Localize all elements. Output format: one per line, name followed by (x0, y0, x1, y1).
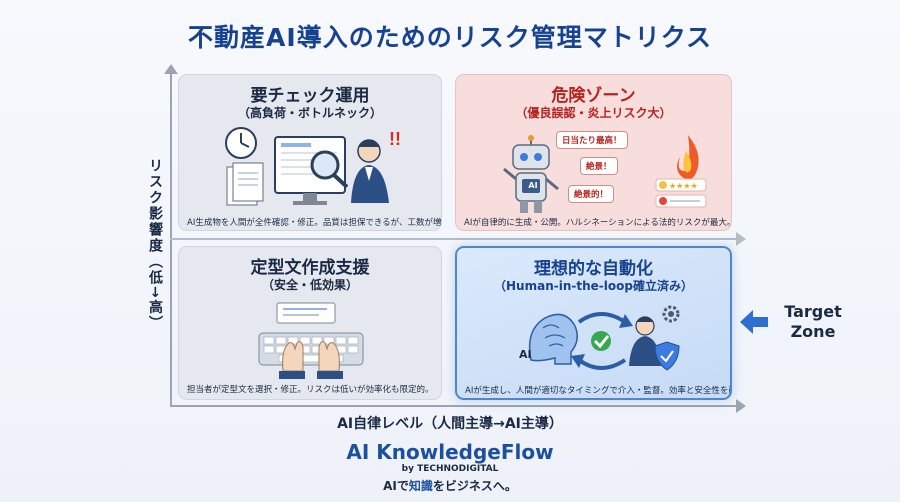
arrow-left-icon (740, 310, 768, 334)
quadrant-subtitle: （Human-in-the-loop確立済み） (494, 279, 693, 293)
quadrant-template-assist: 定型文作成支援 （安全・低効果） 担当者が定型文を選択・修正。リスクは低いが効率… (178, 246, 442, 400)
quadrant-ideal-automation: 理想的な自動化 （Human-in-the-loop確立済み） AI AIが生成… (455, 246, 732, 400)
y-axis-label: リスク影響度（低→高） (147, 158, 163, 332)
hype-bubble: 絶景的！ (568, 185, 615, 203)
tagline-highlight: 知識 (408, 479, 433, 493)
ai-label: AI (519, 348, 532, 361)
target-zone-line1: Target (784, 302, 842, 321)
quadrant-heavy-check: 要チェック運用 （高負荷・ボトルネック） !! AI生成物を人間が全件確認・修正… (178, 74, 442, 231)
quadrant-description: AIが生成し、人間が適切なタイミングで介入・監督。効率と安全性を両立。 (465, 386, 732, 396)
flame-review-icon: ★★★★ (655, 135, 707, 208)
tagline-pre: AIで (383, 479, 409, 493)
quadrant-subtitle: （高負荷・ボトルネック） (237, 106, 382, 120)
reviewer-illustration-icon: !! (225, 127, 401, 206)
brand-tagline: AIで知識をビジネスへ。 (0, 477, 900, 494)
brand-logo: AI KnowledgeFlow (346, 440, 554, 464)
target-zone-line2: Zone (790, 322, 836, 341)
keyboard-typing-icon (258, 302, 364, 379)
mid-divider-arrow (170, 232, 746, 246)
quadrant-subtitle: （安全・低効果） (261, 278, 358, 292)
svg-text:★★★★: ★★★★ (669, 182, 698, 191)
quadrant-description: 担当者が定型文を選択・修正。リスクは低いが効率化も限定的。 (187, 385, 434, 395)
x-axis-arrow (170, 399, 746, 413)
quadrant-description: AI生成物を人間が全件確認・修正。品質は担保できるが、工数が増大。 (187, 218, 442, 228)
quadrant-danger-zone: 危険ゾーン （優良誤認・炎上リスク大） AI 日当たり最高！ 絶景！ 絶景的！ … (455, 74, 732, 231)
x-axis-label: AI自律レベル（人間主導→AI主導） (337, 416, 563, 432)
page-title: 不動産AI導入のためのリスク管理マトリクス (188, 23, 712, 52)
robot-badge: AI (528, 181, 538, 190)
target-zone-callout: Target Zone (740, 300, 890, 350)
quadrant-description: AIが自律的に生成・公開。ハルシネーションによる法的リスクが最大。 (464, 218, 732, 228)
quadrant-title: 危険ゾーン (551, 86, 636, 106)
tagline-post: をビジネスへ。 (432, 479, 517, 493)
human-in-the-loop-icon (528, 305, 680, 371)
hype-bubble: 絶景！ (580, 157, 618, 175)
robot-icon (503, 135, 559, 213)
svg-text:!!: !! (389, 129, 401, 149)
quadrant-title: 要チェック運用 (250, 86, 370, 106)
quadrant-title: 定型文作成支援 (250, 258, 370, 278)
brand-byline: by TECHNODIGITAL (401, 464, 499, 474)
quadrant-title: 理想的な自動化 (534, 259, 653, 279)
hype-bubble: 日当たり最高！ (556, 131, 628, 149)
target-zone-label: Target Zone (768, 302, 858, 342)
quadrant-subtitle: （優良誤認・炎上リスク大） (515, 106, 672, 120)
